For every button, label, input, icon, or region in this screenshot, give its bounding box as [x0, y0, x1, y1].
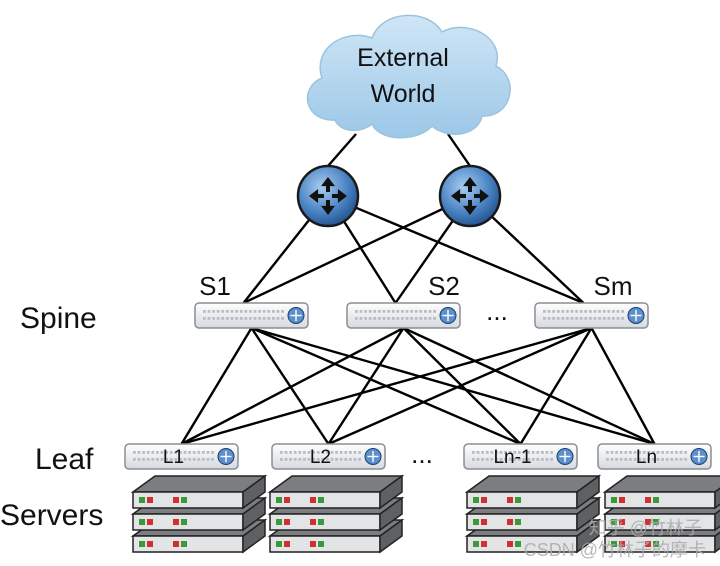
leaf-switch: Ln [597, 443, 712, 470]
cloud-router-link [327, 133, 357, 167]
external-world-cloud: External World [306, 14, 511, 139]
server-stack [267, 474, 405, 554]
router-spine-link [327, 194, 584, 305]
server-stack [602, 475, 720, 554]
row-label-spine: Spine [20, 302, 97, 335]
spine-label-s1: S1 [199, 271, 231, 301]
server-unit [130, 474, 268, 510]
spine-switches [194, 302, 649, 329]
leaf-ellipsis: ... [411, 439, 433, 469]
leaf-switches: L1 L2 Ln-1 Ln [124, 443, 712, 470]
spine-label-s2: S2 [428, 271, 460, 301]
server-unit [602, 475, 720, 510]
spine-switch [194, 302, 309, 329]
row-label-servers: Servers [0, 499, 103, 532]
spine-leaf-link [519, 327, 593, 445]
spine-ellipsis: ... [486, 296, 508, 326]
spine-leaf-link [251, 326, 655, 446]
leaf-switch: L1 [124, 443, 239, 470]
spine-leaf-link [180, 326, 405, 446]
server-stack [464, 474, 602, 554]
spine-switch [346, 302, 461, 329]
router-spine-link [242, 194, 471, 305]
border-router-icon [296, 164, 360, 228]
leaf-label: L1 [163, 447, 184, 468]
server-stacks [130, 474, 720, 554]
spine-leaf-link [590, 327, 656, 445]
leaf-label: Ln-1 [493, 447, 531, 468]
cloud-router-link [447, 133, 471, 167]
server-unit [464, 474, 602, 510]
spine-leaf-link [402, 326, 656, 446]
spine-leaf-link [327, 327, 405, 445]
leaf-switch: L2 [271, 443, 386, 470]
spine-leaf-link [328, 326, 592, 446]
leaf-switch: Ln-1 [463, 443, 578, 470]
border-router-icon [438, 164, 502, 228]
watermark-line2: CSDN @竹林子的摩卡 [524, 540, 706, 560]
server-unit [267, 474, 405, 510]
watermark-line1: 知乎 @竹林子 [589, 518, 702, 538]
spine-leaf-link [181, 326, 592, 446]
spine-label-sm: Sm [594, 271, 633, 301]
network-links [180, 133, 656, 446]
leaf-label: L2 [310, 447, 331, 468]
spine-leaf-link [180, 327, 253, 445]
cloud-label-line1: External [357, 44, 449, 72]
server-stack [130, 474, 268, 554]
row-label-leaf: Leaf [35, 443, 94, 476]
cloud-label-line2: World [371, 80, 436, 108]
border-routers [296, 164, 502, 228]
spine-switch [534, 302, 649, 329]
leaf-label: Ln [636, 447, 657, 468]
